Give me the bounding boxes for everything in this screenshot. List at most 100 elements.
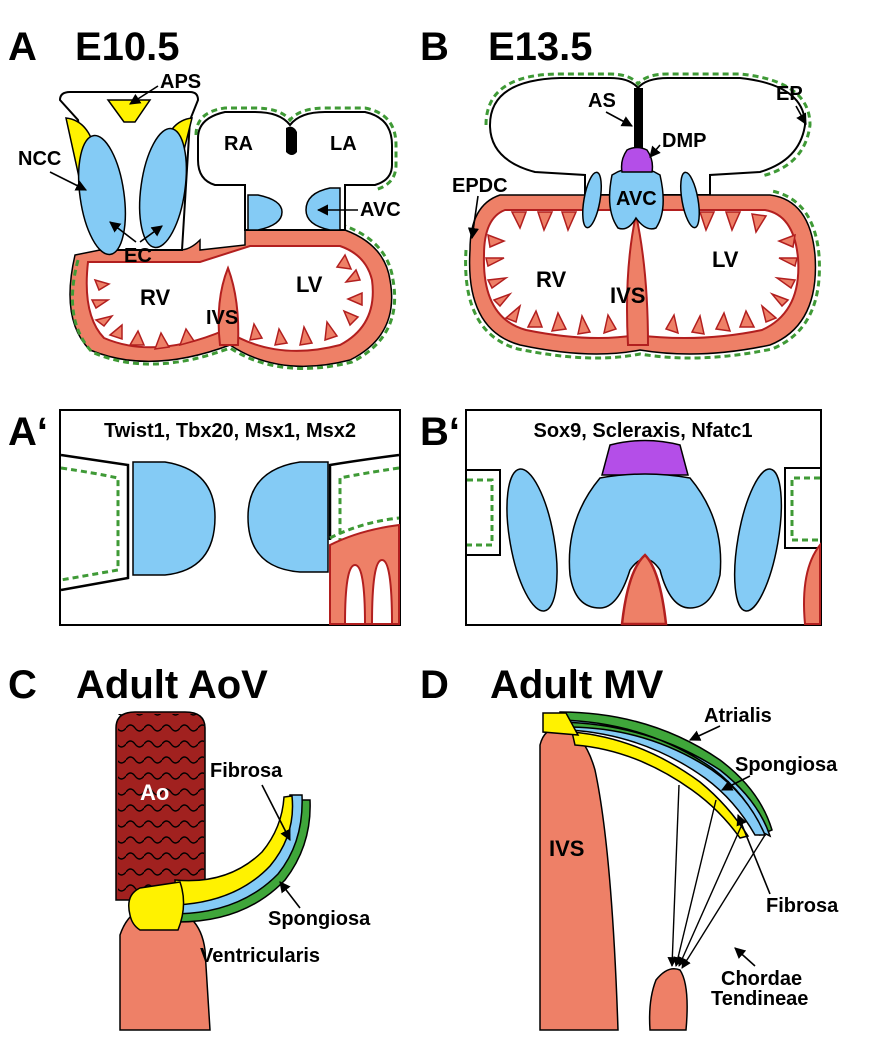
a-prime-myo-epicardium <box>329 516 400 540</box>
panel-b-prime: B‘ Sox9, Scleraxis, Nfatc1 <box>420 409 822 626</box>
b-arrow-epdc <box>467 195 479 240</box>
d-arrow-spongiosa <box>720 775 751 791</box>
c-label-ao: Ao <box>140 780 169 805</box>
b-atrial-epicardium <box>484 72 812 178</box>
b-prime-cushion-right <box>733 468 783 612</box>
panel-d-title: Adult MV <box>490 663 664 707</box>
b-arrow-as <box>605 111 633 127</box>
a-atria <box>194 106 398 231</box>
panel-b-letter: B <box>420 25 449 69</box>
a-arrow-ec-right <box>139 225 163 243</box>
a-arrow-aps <box>129 85 159 105</box>
a-label-aps: APS <box>160 71 201 93</box>
a-outflow-tract <box>58 91 200 256</box>
a-prime-left-atrial-wall <box>60 453 130 592</box>
panel-b: B E13.5 AS EP DMP <box>420 25 821 360</box>
panel-c: C Adult AoV Ao Fibrosa Spongiosa Ventric… <box>8 663 371 1031</box>
b-label-ep: EP <box>776 83 803 105</box>
a-label-ncc: NCC <box>18 148 61 170</box>
b-label-rv: RV <box>536 267 566 292</box>
a-label-ivs: IVS <box>206 307 238 329</box>
a-prime-cushion-left <box>132 461 216 576</box>
b-trabeculae <box>485 211 798 335</box>
c-arrow-fibrosa <box>261 784 291 841</box>
panel-b-title: E13.5 <box>488 25 593 69</box>
b-prime-genes: Sox9, Scleraxis, Nfatc1 <box>533 420 752 442</box>
b-label-as: AS <box>588 90 616 112</box>
b-label-lv: LV <box>712 247 739 272</box>
b-arrow-dmp <box>649 144 661 158</box>
d-annulus <box>542 712 580 736</box>
d-label-atrialis: Atrialis <box>704 705 772 727</box>
b-label-ivs: IVS <box>610 283 645 308</box>
b-atrial-septum <box>634 88 643 160</box>
d-ivs-shape <box>539 726 619 1031</box>
a-label-lv: LV <box>296 272 323 297</box>
panel-a-title: E10.5 <box>75 25 180 69</box>
d-spongiosa-layer <box>559 719 772 838</box>
b-dmp-shape <box>620 146 654 173</box>
d-label-spongiosa: Spongiosa <box>735 754 838 776</box>
b-label-dmp: DMP <box>662 130 706 152</box>
d-arrow-fibrosa <box>736 813 771 895</box>
c-annulus <box>128 881 185 931</box>
c-label-fibrosa: Fibrosa <box>210 760 283 782</box>
a-atrium-outline <box>197 111 393 231</box>
b-epicardium <box>464 189 821 360</box>
b-prime-dmp <box>601 439 689 476</box>
a-atrial-epicardium <box>194 106 398 192</box>
b-lateral-cushion-right <box>679 171 701 229</box>
b-prime-left-epicardium <box>467 478 494 547</box>
b-avc-shape <box>608 166 664 230</box>
b-label-epdc: EPDC <box>452 175 508 197</box>
b-prime-right-wall <box>784 467 820 549</box>
b-atrium-outline <box>488 77 807 196</box>
d-label-ivs: IVS <box>549 836 584 861</box>
a-avc-left <box>247 194 283 231</box>
d-label-fibrosa: Fibrosa <box>766 895 839 917</box>
d-arrow-atrialis <box>688 725 721 741</box>
d-fibrosa-layer <box>571 731 750 839</box>
a-label-avc: AVC <box>360 199 401 221</box>
b-prime-right-epicardium <box>790 476 820 542</box>
b-prime-right-myocardium <box>803 542 821 625</box>
panel-a-letter: A <box>8 25 37 69</box>
panel-a-prime-letter: A‘ <box>8 410 48 454</box>
a-ivs-shape <box>217 265 240 346</box>
a-prime-cushion-right <box>247 461 329 573</box>
c-label-spongiosa: Spongiosa <box>268 908 371 930</box>
a-label-ec: EC <box>124 245 152 267</box>
panel-c-letter: C <box>8 663 37 707</box>
b-label-avc: AVC <box>616 188 657 210</box>
a-trabeculae <box>90 253 363 350</box>
a-label-rv: RV <box>140 285 170 310</box>
b-prime-left-wall <box>467 469 501 556</box>
a-ventricles <box>69 224 397 370</box>
a-ec-right <box>138 127 188 249</box>
c-label-ventricularis: Ventricularis <box>200 945 320 967</box>
panel-c-title: Adult AoV <box>76 663 268 707</box>
c-arrow-spongiosa <box>279 881 301 909</box>
a-epicardium <box>70 224 397 370</box>
a-arrow-ncc <box>49 171 88 191</box>
panel-d: D Adult MV Atrialis Spongiosa IVS Fibros… <box>420 663 839 1031</box>
c-fibrosa-layer <box>174 795 294 906</box>
c-aorta-texture <box>118 714 204 898</box>
panel-d-letter: D <box>420 663 449 707</box>
panel-a: A E10.5 <box>8 25 401 370</box>
a-prime-genes: Twist1, Tbx20, Msx1, Msx2 <box>104 420 356 442</box>
b-prime-avc <box>568 473 722 609</box>
a-primary-septum <box>286 126 297 155</box>
b-arrow-ep <box>795 105 807 125</box>
b-prime-cushion-left <box>506 468 558 612</box>
a-prime-right-epicardium <box>338 466 400 545</box>
a-label-la: LA <box>330 133 357 155</box>
d-arrow-chordae <box>734 947 756 967</box>
panel-a-prime: A‘ Twist1, Tbx20, Msx1, Msx2 <box>8 409 401 626</box>
d-chordae <box>667 784 766 969</box>
a-prime-trabeculae <box>343 558 394 625</box>
b-prime-ivs <box>620 553 668 626</box>
a-arrow-ec-left <box>109 221 137 243</box>
a-label-ra: RA <box>224 133 253 155</box>
